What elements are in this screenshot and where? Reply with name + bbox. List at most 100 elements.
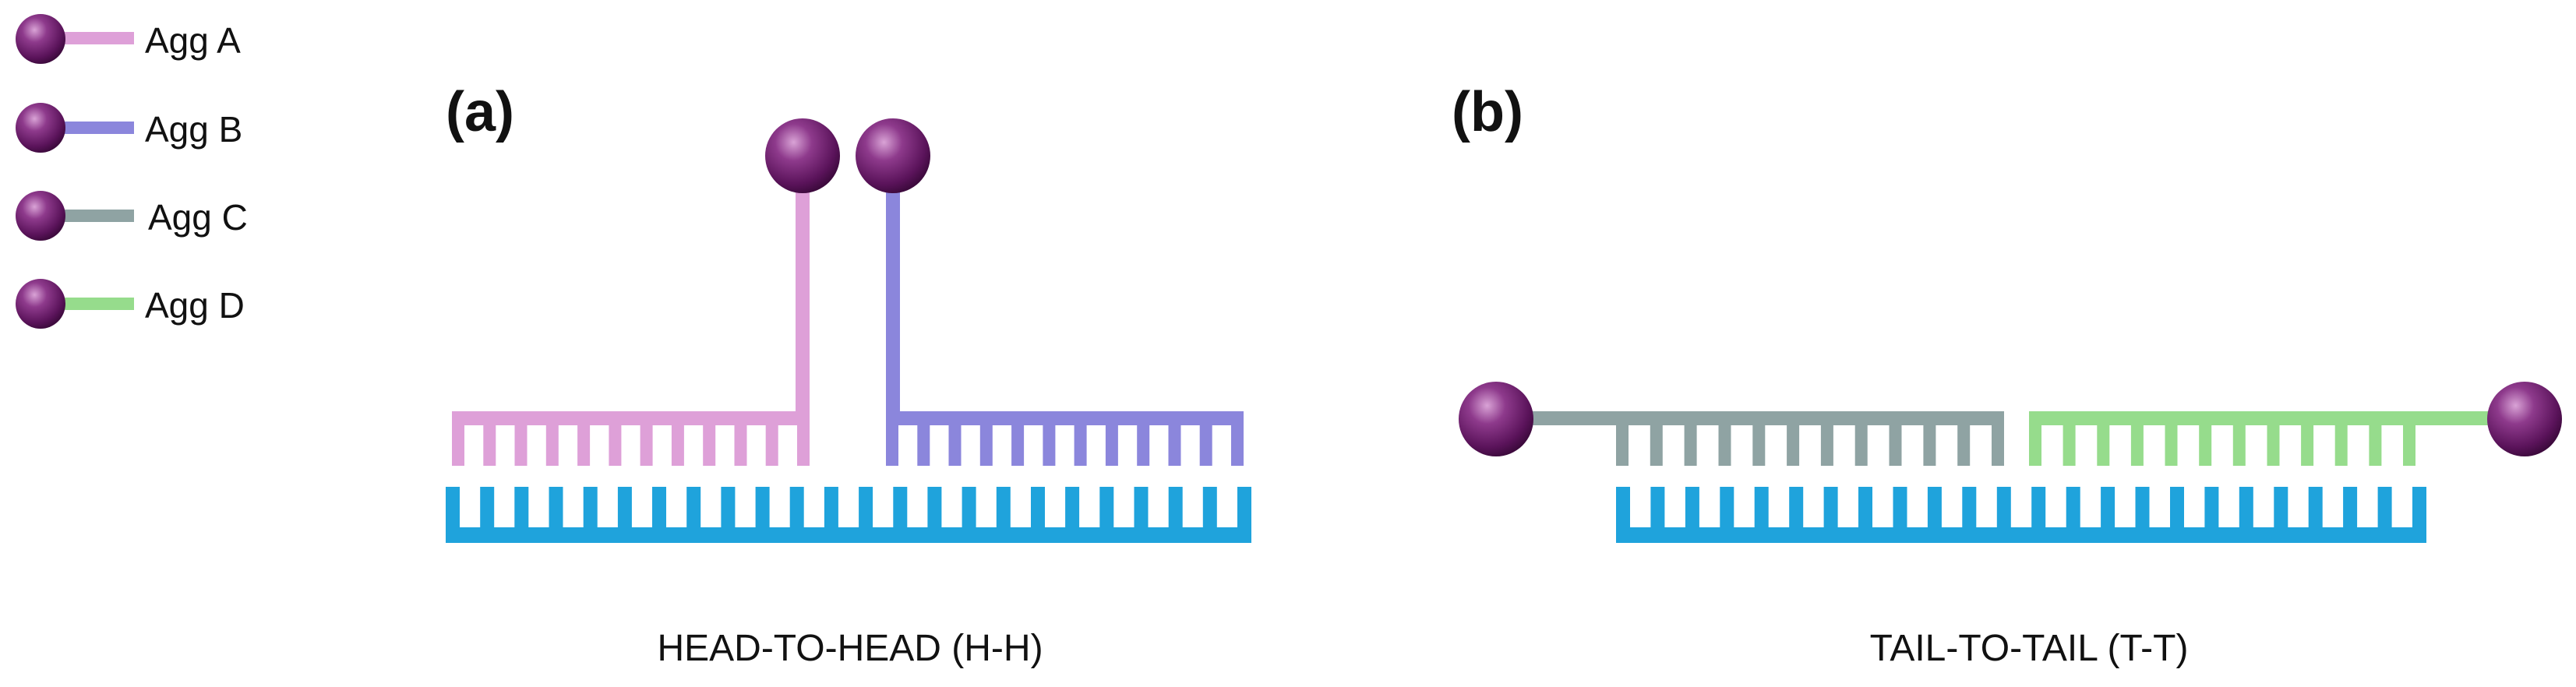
legend-item-agg-b: Agg B [16, 103, 242, 153]
agg-c-bases [1616, 425, 2004, 466]
template-a-base [996, 487, 1011, 529]
template-b-base [1616, 487, 1630, 529]
template-b-base [1720, 487, 1734, 529]
template-a-base [652, 487, 666, 529]
template-b-base [2135, 487, 2150, 529]
agg-d-backbone [2029, 411, 2521, 425]
panel-b-caption: TAIL-TO-TAIL (T-T) [1870, 628, 2189, 669]
agg-a-base [765, 425, 778, 466]
template-b-base [1754, 487, 1769, 529]
agg-c-base [1889, 425, 1902, 466]
template-b-backbone [1616, 527, 2426, 543]
template-b-base [1789, 487, 1804, 529]
agg-b-base [948, 425, 962, 466]
agg-a-base [483, 425, 496, 466]
agg-b-bases [886, 425, 1244, 466]
template-b-base [2308, 487, 2323, 529]
template-a-base [1099, 487, 1114, 529]
agg-a-base [671, 425, 684, 466]
agg-b-base [886, 425, 898, 466]
legend-swatch-agg-c [47, 210, 134, 222]
agg-b-strand [886, 192, 1244, 466]
agg-d-base [2199, 425, 2212, 466]
legend-bead-agg-c [16, 191, 65, 241]
agg-d-base [2029, 425, 2041, 466]
agg-a-bases [452, 425, 810, 466]
panel-a-caption: HEAD-TO-HEAD (H-H) [657, 628, 1043, 669]
agg-c-base [1923, 425, 1936, 466]
agg-b-base [1043, 425, 1056, 466]
agg-d-bead [2487, 382, 2562, 456]
template-b-base [1927, 487, 1942, 529]
legend-swatch-agg-a [47, 32, 134, 44]
agg-b-base [1168, 425, 1181, 466]
template-a-base [893, 487, 908, 529]
template-b-base [1823, 487, 1838, 529]
agg-c-base [1718, 425, 1731, 466]
template-a-base [686, 487, 701, 529]
agg-a-base [703, 425, 716, 466]
agg-a-base [452, 425, 464, 466]
legend-label-agg-c: Agg C [148, 197, 248, 238]
agg-a-base [640, 425, 653, 466]
panel-a: (a) HEAD-TO-HEAD (H-H) [446, 81, 1251, 669]
panel-b: (b) TAIL-TO-TAIL (T-T) [1452, 81, 2562, 669]
template-a-base [1237, 487, 1251, 529]
agg-b-bead [856, 118, 930, 193]
agg-d-base [2130, 425, 2144, 466]
legend-label-agg-a: Agg A [145, 20, 241, 61]
template-strand-b [1616, 487, 2426, 543]
template-b-base [2343, 487, 2358, 529]
template-a-backbone [446, 527, 1251, 543]
agg-d-base [2334, 425, 2348, 466]
template-a-base [1065, 487, 1080, 529]
agg-b-backbone [886, 411, 1244, 425]
agg-d-base [2403, 425, 2415, 466]
agg-b-base [1074, 425, 1087, 466]
template-b-base [1962, 487, 1977, 529]
agg-d-base [2267, 425, 2280, 466]
legend-bead-agg-d [16, 279, 65, 329]
agg-c-base [1992, 425, 2004, 466]
legend-label-agg-d: Agg D [145, 285, 245, 326]
agg-a-strand [452, 192, 810, 466]
legend-item-agg-c: Agg C [16, 191, 248, 241]
legend-bead-agg-b [16, 103, 65, 153]
template-a-base [824, 487, 838, 529]
template-b-base [2377, 487, 2392, 529]
template-a-base [927, 487, 942, 529]
agg-c-base [1752, 425, 1766, 466]
legend-item-agg-a: Agg A [16, 14, 241, 64]
agg-a-base [734, 425, 747, 466]
agg-b-base [1105, 425, 1118, 466]
template-a-base [480, 487, 495, 529]
panel-b-label: (b) [1452, 81, 1523, 143]
agg-d-base [2165, 425, 2178, 466]
agg-d-base [2301, 425, 2314, 466]
agg-a-stem [796, 192, 810, 424]
agg-b-base [1199, 425, 1212, 466]
agg-c-backbone [1496, 411, 2004, 425]
template-b-base [2204, 487, 2219, 529]
template-b-base [2066, 487, 2080, 529]
agg-d-base [2097, 425, 2110, 466]
template-a-base [1134, 487, 1149, 529]
agg-a-base [609, 425, 622, 466]
agg-d-base [2063, 425, 2076, 466]
template-a-base [962, 487, 976, 529]
template-b-base [1858, 487, 1872, 529]
agg-a-backbone [452, 411, 810, 425]
template-b-base [2274, 487, 2288, 529]
legend-bead-agg-a [16, 14, 65, 64]
agg-b-base [1231, 425, 1244, 466]
template-b-base [2239, 487, 2253, 529]
template-b-base [1996, 487, 2011, 529]
agg-b-base [1137, 425, 1150, 466]
agg-d-strand [2029, 411, 2521, 466]
legend: Agg A Agg B Agg C Agg D [16, 14, 248, 329]
agg-d-bases [2029, 425, 2415, 466]
template-b-base [2031, 487, 2046, 529]
template-strand-a [446, 487, 1251, 543]
template-a-base [446, 487, 460, 529]
